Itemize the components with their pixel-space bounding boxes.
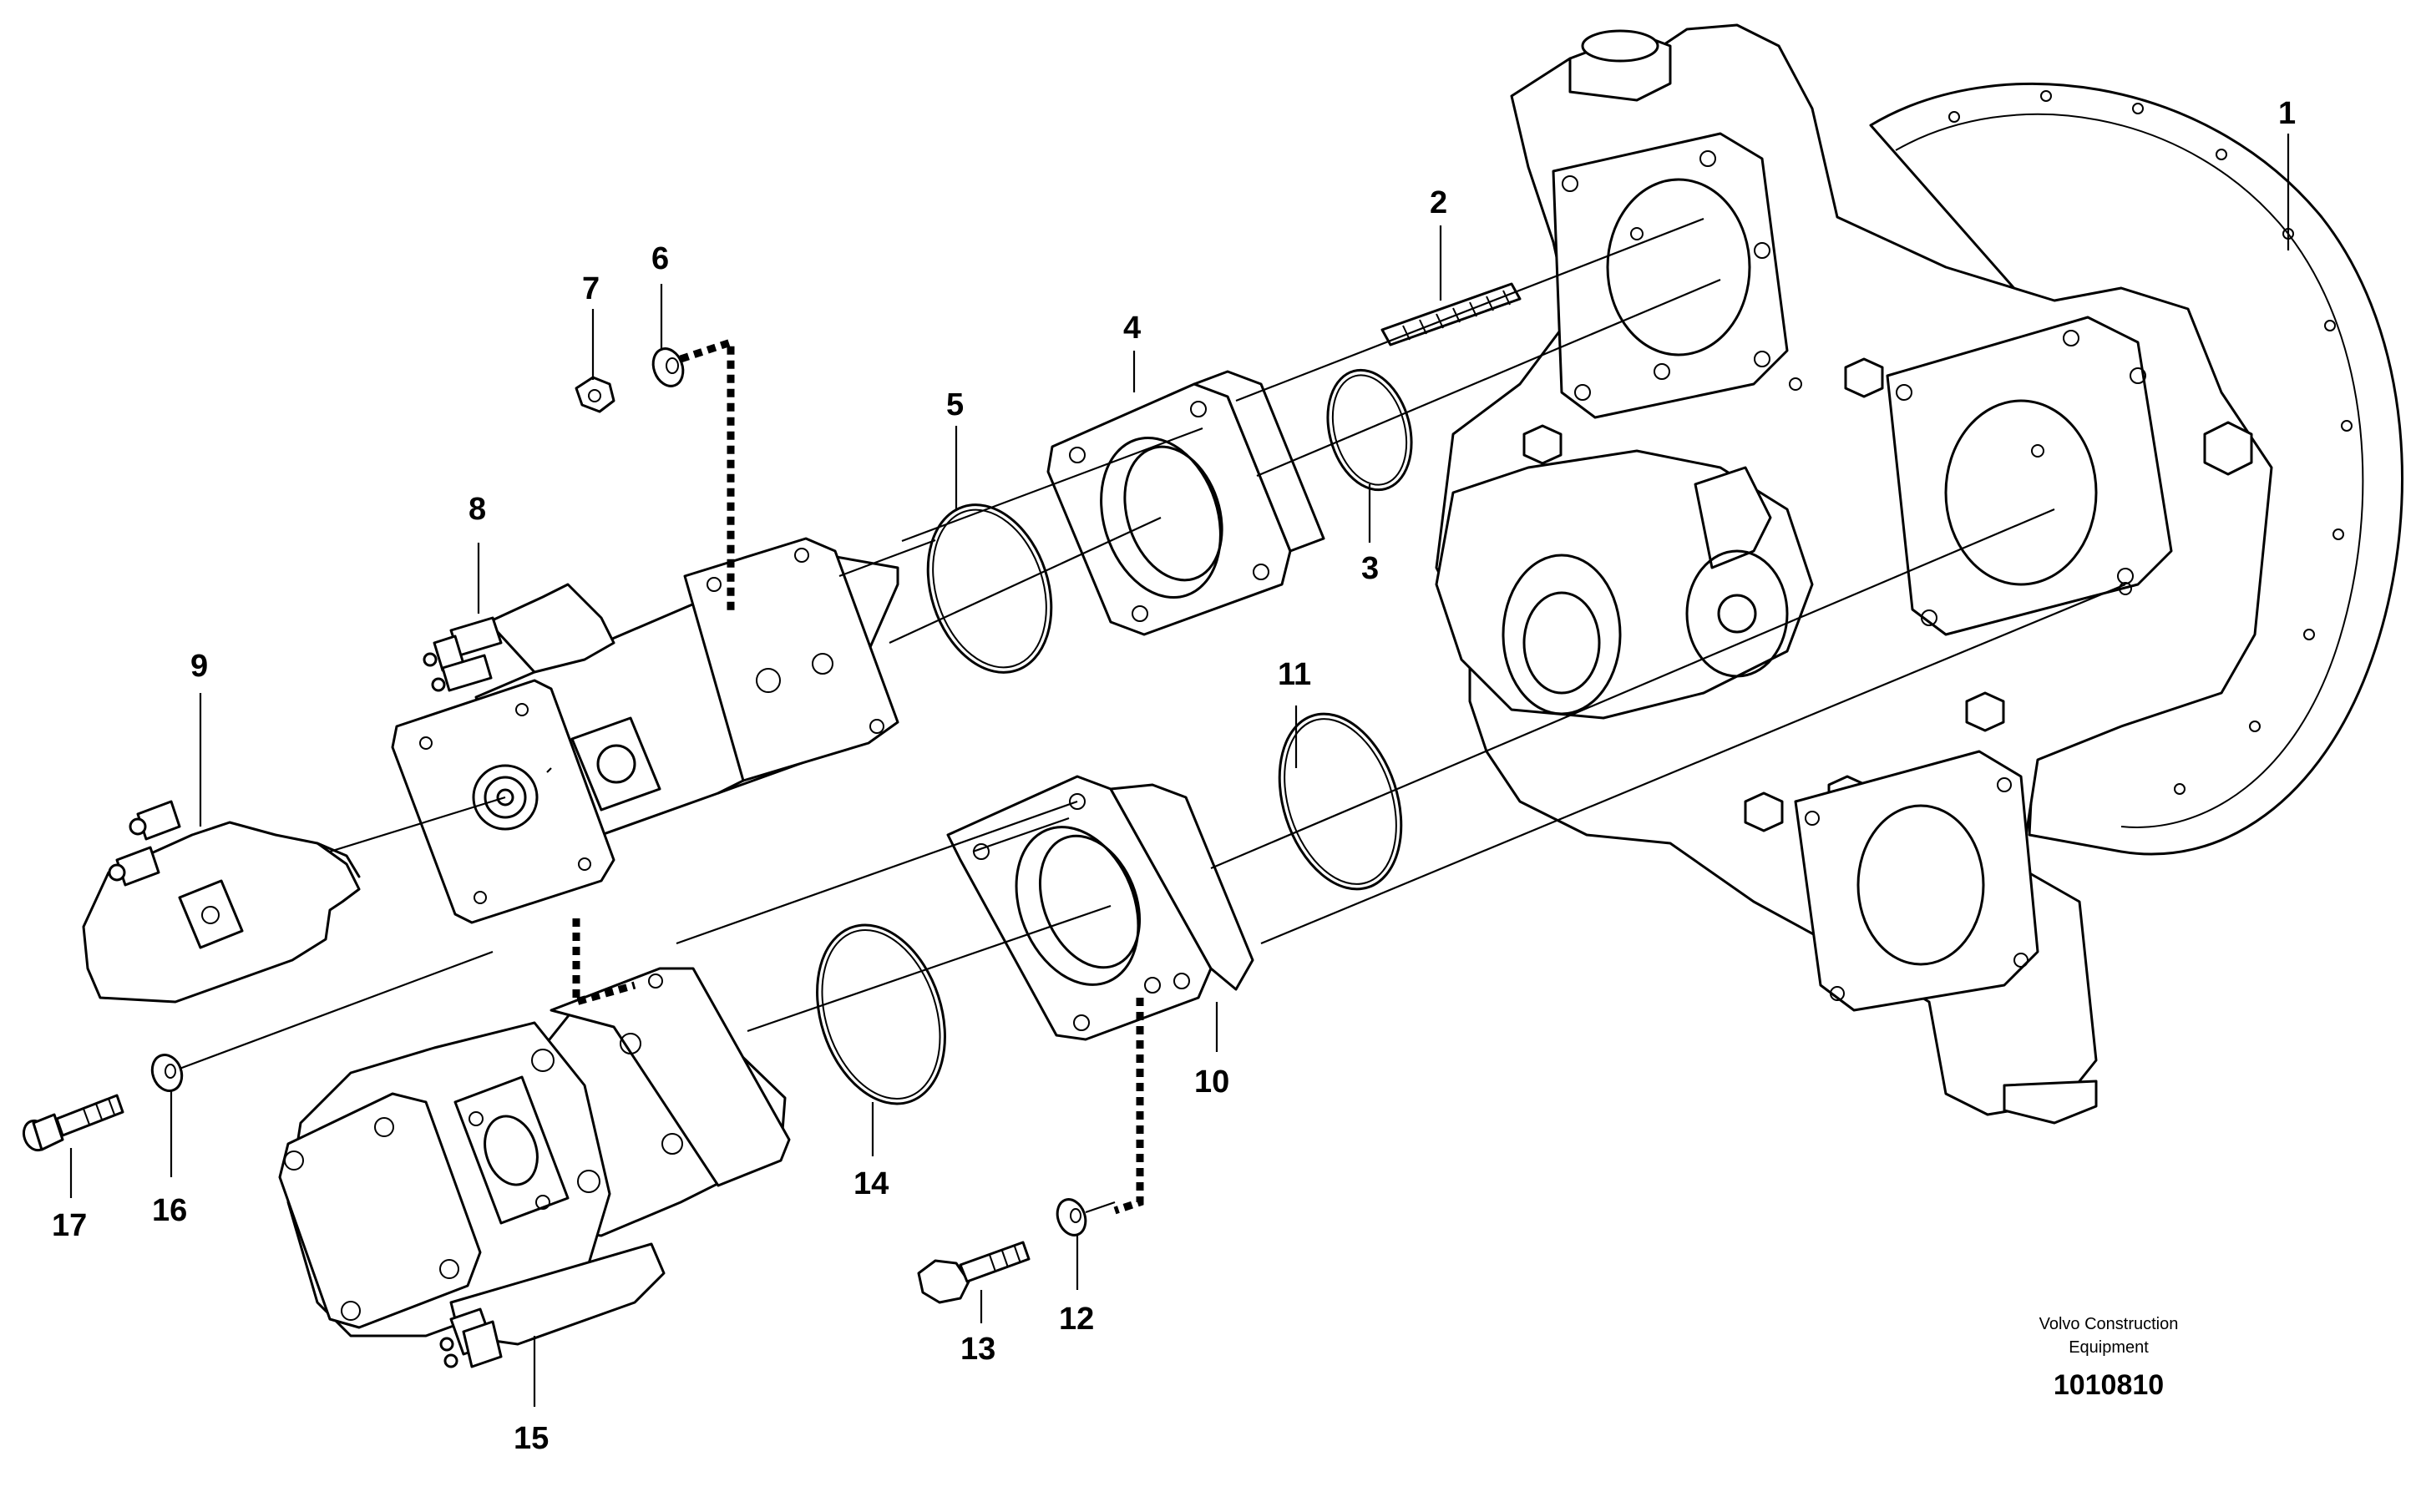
footer: Volvo Construction Equipment 1010810 [2039,1315,2179,1401]
callout-17: 17 [52,1208,87,1243]
bolt-13 [917,1241,1031,1304]
callout-11: 11 [1278,657,1311,692]
nut-7 [575,376,615,413]
assembly-axis-lines [179,217,2126,1214]
dashed-bolt-paths [572,336,1144,1215]
hydraulic-pump-15 [278,967,791,1368]
callout-10: 10 [1194,1064,1229,1100]
credit-line-2: Equipment [2069,1338,2149,1357]
callout-9: 9 [190,649,208,684]
o-ring-5 [926,503,1053,674]
callout-4: 4 [1123,311,1141,346]
callout-12: 12 [1059,1302,1094,1337]
callout-2: 2 [1430,185,1447,220]
o-ring-14 [816,923,946,1105]
callout-8: 8 [469,492,486,527]
callout-labels: 1 2 3 4 5 6 7 8 9 10 11 12 13 14 15 16 1… [52,96,2296,1456]
callout-5: 5 [946,387,964,422]
callout-16: 16 [152,1193,187,1228]
callout-leaders [69,134,2290,1407]
pump-drive-housing [1435,23,2403,1125]
washer-6 [651,347,685,387]
o-ring-11 [1278,712,1403,891]
callout-6: 6 [651,241,669,276]
credit-line-1: Volvo Construction [2039,1315,2179,1333]
callout-15: 15 [514,1421,549,1456]
callout-1: 1 [2278,96,2296,131]
adapter-flange-10 [946,775,1254,1041]
callout-3: 3 [1361,551,1379,586]
callout-7: 7 [582,271,600,306]
hydraulic-pump-9 [82,800,361,1004]
hydraulic-pump-8 [391,537,899,924]
washer-16 [150,1054,184,1092]
callout-14: 14 [853,1166,889,1201]
o-ring-3 [1326,368,1413,492]
doc-number: 1010810 [2054,1369,2164,1401]
callout-13: 13 [960,1332,995,1367]
flange-bolt-holes [1948,90,2353,795]
adapter-flange-4 [1046,370,1325,636]
cap-screw-17 [22,1094,124,1152]
washer-12 [1056,1198,1087,1236]
